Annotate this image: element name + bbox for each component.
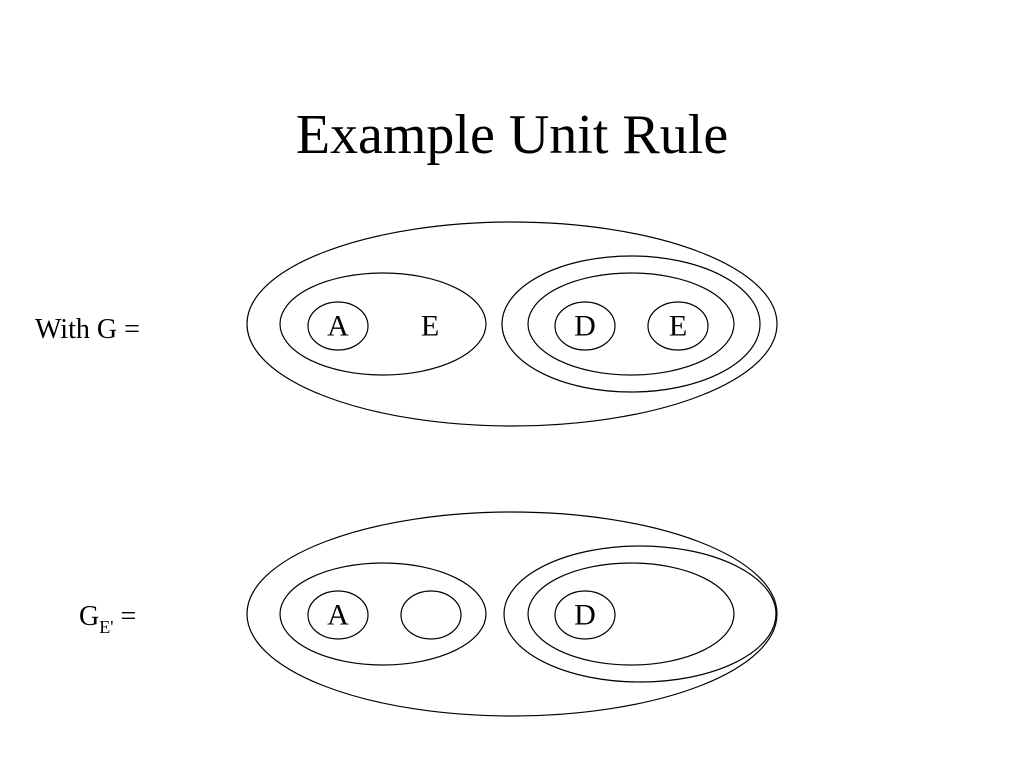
top-atom-e2-ellipse — [647, 301, 709, 351]
top-atom-a-label: A — [327, 310, 349, 343]
bottom-diagram-label: GE' = — [79, 601, 137, 636]
top-atom-e-label: E — [421, 310, 439, 343]
slide-title: Example Unit Rule — [295, 104, 729, 166]
top-atom-a-ellipse — [307, 301, 369, 351]
bottom-right-outer-ellipse — [503, 545, 777, 683]
top-right-outer-ellipse — [501, 255, 761, 393]
bottom-outer-ellipse — [246, 511, 778, 717]
top-diagram-label: With G = — [35, 314, 140, 345]
bottom-atom-a-label: A — [327, 599, 349, 632]
top-atom-d-label: D — [574, 310, 596, 343]
bottom-atom-d-ellipse — [554, 590, 616, 640]
bottom-atom-d-label: D — [574, 599, 596, 632]
bottom-diagram-label-subscript: E' — [99, 617, 114, 637]
bottom-right-inner-ellipse — [527, 562, 735, 666]
bottom-diagram: A D — [246, 511, 778, 717]
top-diagram: A E D E — [246, 221, 778, 427]
bottom-diagram-label-suffix: = — [113, 601, 137, 632]
top-right-inner-ellipse — [527, 272, 735, 376]
bottom-empty-atom-ellipse — [400, 590, 462, 640]
bottom-diagram-label-main: G — [79, 601, 100, 632]
bottom-left-group-ellipse — [279, 562, 487, 666]
bottom-atom-a-ellipse — [307, 590, 369, 640]
top-outer-ellipse — [246, 221, 778, 427]
top-left-group-ellipse — [279, 272, 487, 376]
top-atom-d-ellipse — [554, 301, 616, 351]
top-atom-e2-label: E — [669, 310, 687, 343]
